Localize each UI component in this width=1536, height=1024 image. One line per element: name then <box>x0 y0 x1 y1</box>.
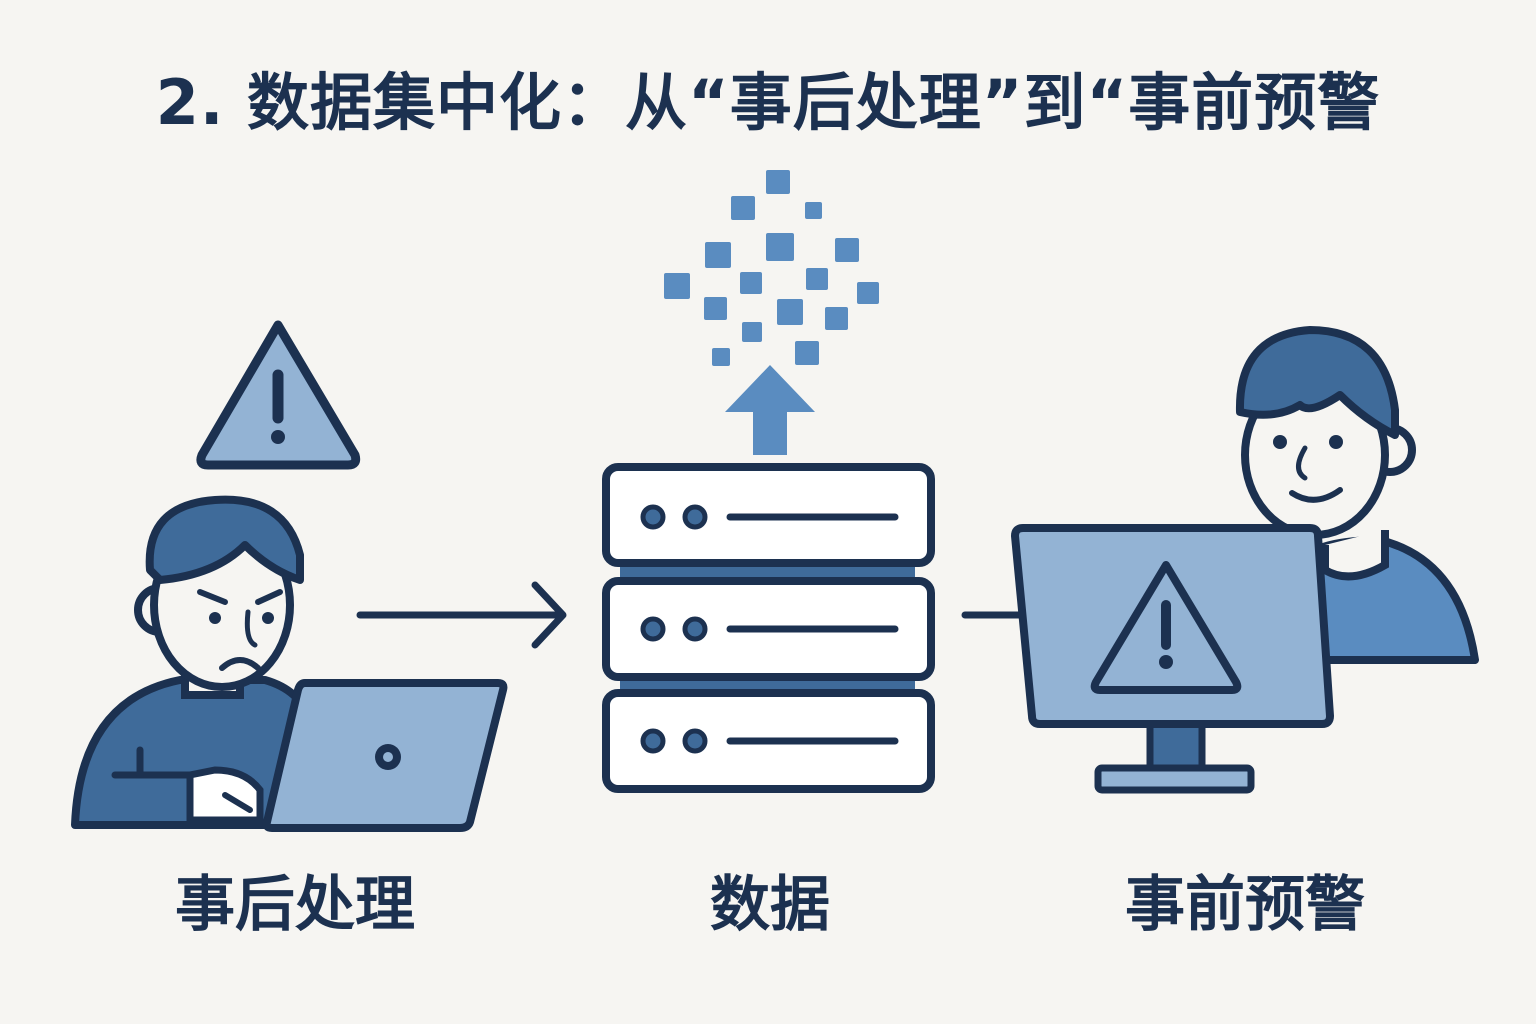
server-unit <box>602 463 935 567</box>
label-early-warning: 事前预警 <box>1125 870 1365 940</box>
laptop-icon <box>262 679 508 832</box>
server-unit <box>602 577 935 681</box>
arrow-right-icon <box>356 581 567 649</box>
server-stack-icon <box>602 463 935 793</box>
label-data: 数据 <box>710 870 830 940</box>
upload-arrow-icon <box>725 365 815 455</box>
warning-icon <box>1090 561 1242 694</box>
server-unit <box>602 689 935 793</box>
monitor-icon <box>1011 524 1334 794</box>
page-title: 2. 数据集中化：从“事后处理”到“事前预警 <box>155 66 1381 139</box>
data-particles-icon <box>664 170 879 366</box>
label-after-handling: 事后处理 <box>175 870 415 940</box>
warning-icon <box>196 320 361 470</box>
